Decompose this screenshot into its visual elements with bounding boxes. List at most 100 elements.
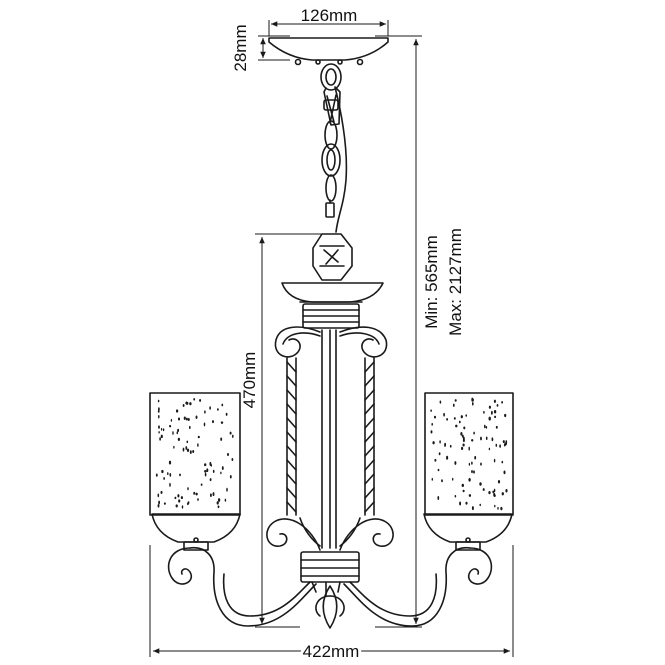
- shade-dot: [186, 502, 189, 506]
- shade-dot: [505, 440, 508, 444]
- shade-dot: [204, 410, 206, 414]
- shade-dot: [185, 446, 188, 450]
- shade-dot: [454, 494, 457, 498]
- shade-dot: [490, 410, 493, 415]
- shade-dot: [471, 398, 474, 402]
- shade-dot: [462, 436, 465, 441]
- shade-dot: [432, 441, 435, 445]
- shade-dot: [182, 447, 185, 452]
- shade-dot: [157, 493, 160, 498]
- shade-dot: [493, 410, 497, 414]
- shade-dot: [488, 405, 491, 409]
- shade-dot: [454, 461, 457, 465]
- shade-dot: [485, 436, 488, 440]
- shade-dot: [204, 469, 207, 473]
- shade-dot: [162, 428, 165, 432]
- shade-dot: [439, 400, 442, 404]
- shade-dot: [434, 458, 437, 462]
- shade-dot: [177, 428, 180, 433]
- shade-dot: [180, 496, 183, 500]
- shade-dot: [503, 470, 506, 475]
- upper-scroll-left: [274, 326, 321, 358]
- shade-dot: [155, 473, 158, 477]
- body-height-label: 470mm: [240, 352, 259, 409]
- shade-dot: [480, 462, 482, 466]
- shade-dot: [497, 506, 499, 510]
- shade-dot: [488, 447, 491, 451]
- shade-dot: [217, 505, 220, 509]
- shade-dot: [157, 503, 160, 508]
- bottom-finial: [315, 585, 345, 629]
- candle-cup-right: [423, 513, 513, 551]
- shade-dot: [175, 409, 179, 413]
- shade-dot: [159, 437, 161, 441]
- shade-dot: [462, 443, 465, 447]
- shade-dot: [170, 418, 173, 422]
- candle-cup-left: [151, 513, 241, 551]
- shade-dot: [471, 401, 474, 406]
- shade-dot: [158, 431, 160, 434]
- shade-dot: [433, 415, 437, 419]
- shade-dot: [217, 498, 221, 502]
- shade-dot: [179, 473, 181, 477]
- shade-dot: [221, 403, 224, 407]
- shade-dot: [504, 413, 507, 418]
- shade-dot: [163, 477, 165, 480]
- shade-dot: [197, 498, 199, 502]
- shade-dot: [488, 491, 491, 495]
- shade-dot: [480, 436, 482, 441]
- shade-dot: [463, 426, 466, 430]
- shade-dot: [471, 461, 473, 465]
- shade-dot: [232, 434, 234, 438]
- shade-dot: [224, 498, 227, 502]
- shade-dot: [204, 463, 207, 467]
- shade-dot: [181, 505, 184, 509]
- shade-dot: [169, 482, 171, 487]
- shade-dot: [212, 492, 215, 497]
- drop-max-label: Max: 2127mm: [446, 228, 465, 336]
- shade-dot: [444, 443, 446, 447]
- shade-dot: [226, 487, 228, 492]
- shade-dot: [431, 477, 434, 481]
- shade-dot: [185, 401, 188, 405]
- shade-dot: [452, 403, 455, 407]
- shade-dot: [488, 416, 491, 421]
- shade-dot: [468, 462, 471, 466]
- central-stem: [321, 329, 337, 549]
- shade-dot: [195, 415, 198, 419]
- shade-dot: [461, 446, 464, 451]
- canopy-width-label: 126mm: [301, 6, 358, 25]
- shade-dot: [189, 402, 192, 406]
- shade-dot: [197, 435, 200, 439]
- shade-dot: [492, 490, 495, 494]
- shade-dot: [482, 488, 485, 491]
- shade-dot: [437, 496, 440, 500]
- shade-dot: [493, 492, 496, 497]
- shade-dot: [473, 431, 475, 435]
- shade-dot: [479, 503, 481, 507]
- upper-collar: [302, 303, 360, 329]
- shade-dot: [158, 414, 160, 419]
- shade-dot: [460, 415, 463, 419]
- shade-dot: [501, 401, 504, 404]
- shade-dot: [177, 494, 180, 498]
- shade-dot: [474, 455, 477, 460]
- shade-dot: [187, 418, 190, 421]
- shade-dot: [484, 424, 486, 429]
- shade-dot: [160, 427, 163, 431]
- shade-dot: [175, 504, 178, 508]
- shade-dot: [500, 506, 503, 511]
- shade-dot: [491, 437, 494, 442]
- shade-dot: [178, 499, 181, 503]
- shade-dot: [189, 425, 191, 430]
- drop-dimension: Min: 565mm Max: 2127mm: [375, 35, 465, 628]
- shade-dot: [441, 479, 443, 483]
- shade-dot: [209, 461, 212, 466]
- shade-dot: [193, 491, 196, 495]
- twisted-upright-right: [364, 357, 375, 516]
- shade-dot: [431, 422, 434, 426]
- shade-dot: [177, 417, 181, 421]
- shade-dot: [197, 443, 199, 447]
- shade-dot: [461, 434, 464, 438]
- lower-scroll-right: [339, 517, 394, 551]
